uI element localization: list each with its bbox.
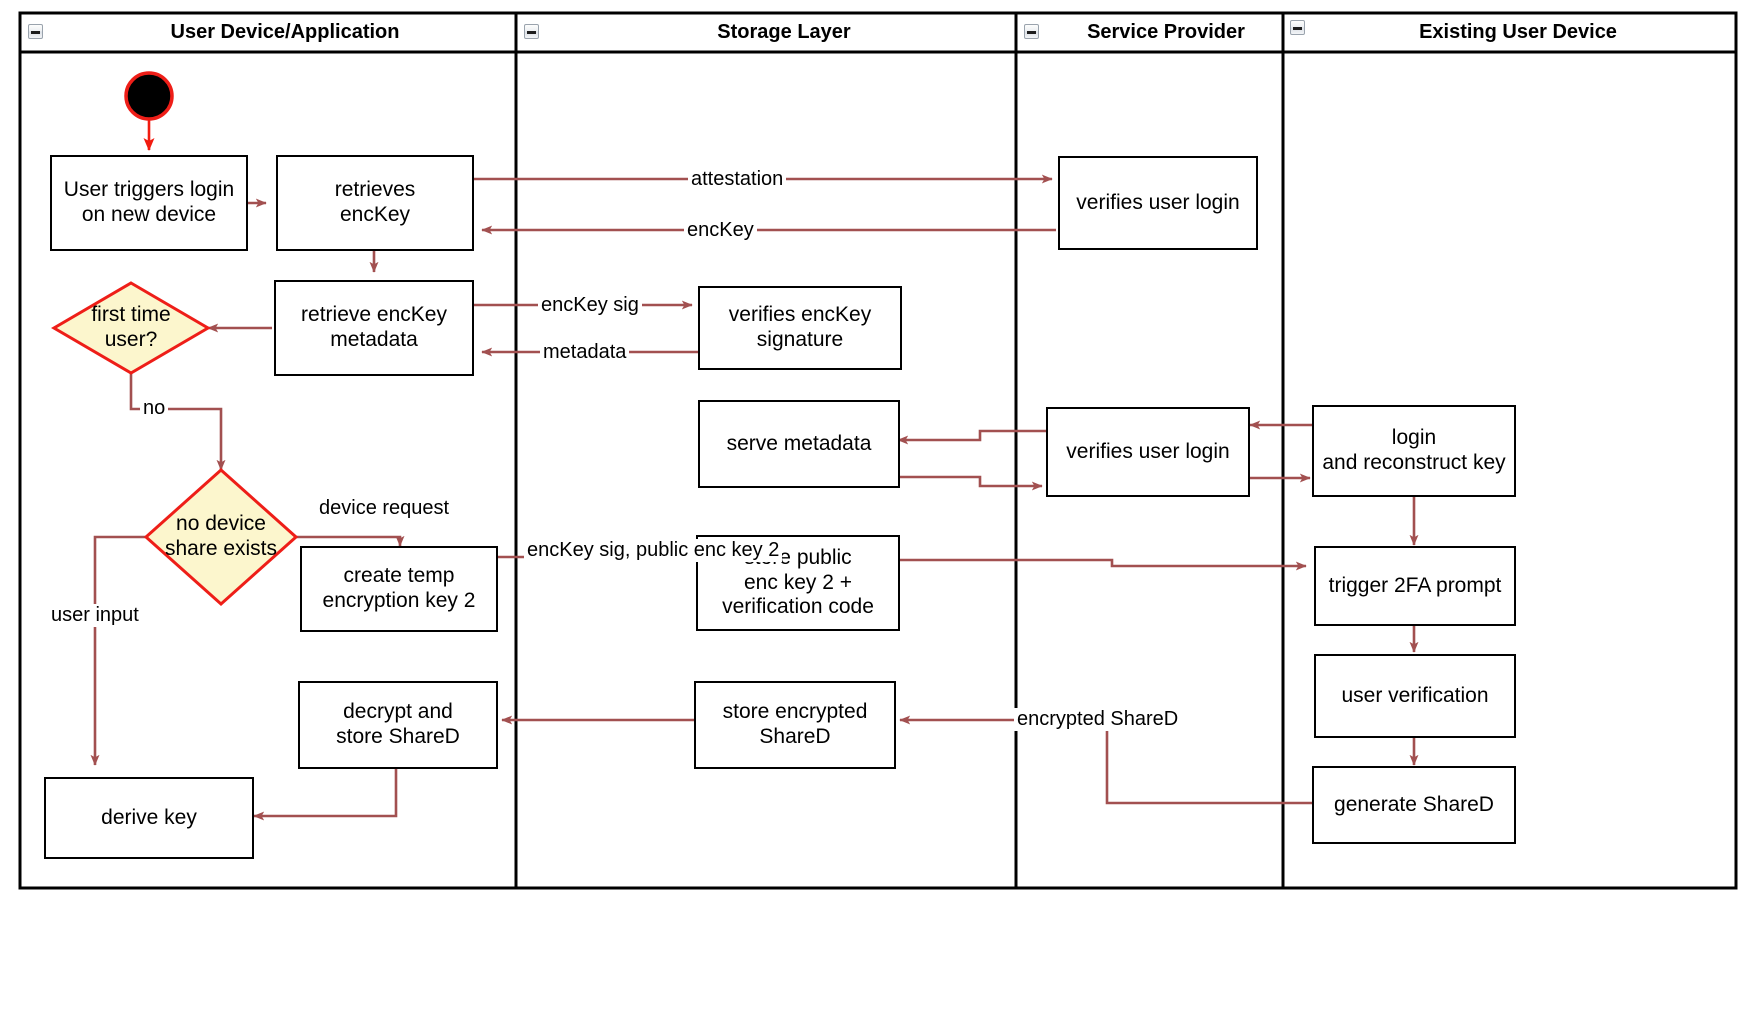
edge-s2-p2 — [898, 475, 1043, 491]
edge-n5-n6 — [253, 769, 398, 821]
edge-s3-e2 — [898, 558, 1307, 571]
edge-label-enckey: encKey — [684, 219, 757, 242]
initial-node — [124, 71, 174, 151]
edge-label-encrypted-shared: encrypted ShareD — [1014, 708, 1182, 731]
action-retrieve-enckey-metadata[interactable]: retrieve encKey metadata — [274, 280, 474, 376]
collapse-minus-icon-existing-user-device[interactable] — [1290, 20, 1305, 35]
action-user-verification[interactable]: user verification — [1314, 654, 1516, 738]
edge-d1-d2 — [129, 373, 226, 471]
edge-label-user-input: user input — [48, 604, 142, 627]
action-retrieves-enckey[interactable]: retrieves encKey — [276, 155, 474, 251]
edge-label-metadata: metadata — [540, 341, 630, 364]
edge-label-enckey-sig: encKey sig — [538, 294, 642, 317]
action-trigger-2fa-prompt[interactable]: trigger 2FA prompt — [1314, 546, 1516, 626]
action-decrypt-and-store-shared[interactable]: decrypt and store ShareD — [298, 681, 498, 769]
edge-label-attestation: attestation — [688, 168, 787, 191]
edge-label-enckey-sig-public-enc-key-2: encKey sig, public enc key 2 — [524, 539, 783, 562]
collapse-minus-icon-storage-layer[interactable] — [524, 24, 539, 39]
edge-e4-s4 — [899, 715, 1312, 805]
swimlane-frame — [18, 11, 1738, 890]
action-verifies-user-login-2[interactable]: verifies user login — [1046, 407, 1250, 497]
edge-d2-n4 — [296, 535, 405, 547]
action-login-and-reconstruct-key[interactable]: login and reconstruct key — [1312, 405, 1516, 497]
edge-d2-n6 — [90, 535, 146, 766]
action-generate-shared[interactable]: generate ShareD — [1312, 766, 1516, 844]
edge-label-device-request: device request — [316, 497, 453, 520]
edge-p2-s2 — [897, 429, 1046, 445]
edge-label-no: no — [140, 397, 169, 420]
action-verifies-user-login-1[interactable]: verifies user login — [1058, 156, 1258, 250]
collapse-minus-icon-service-provider[interactable] — [1024, 24, 1039, 39]
action-verifies-enckey-signature[interactable]: verifies encKey signature — [698, 286, 902, 370]
action-create-temp-encryption-key-2[interactable]: create temp encryption key 2 — [300, 546, 498, 632]
action-derive-key[interactable]: derive key — [44, 777, 254, 859]
action-store-encrypted-shared[interactable]: store encrypted ShareD — [694, 681, 896, 769]
action-serve-metadata[interactable]: serve metadata — [698, 400, 900, 488]
action-user-triggers-login[interactable]: User triggers login on new device — [50, 155, 248, 251]
decision-nodes — [51, 281, 299, 607]
collapse-minus-icon-user-device[interactable] — [28, 24, 43, 39]
